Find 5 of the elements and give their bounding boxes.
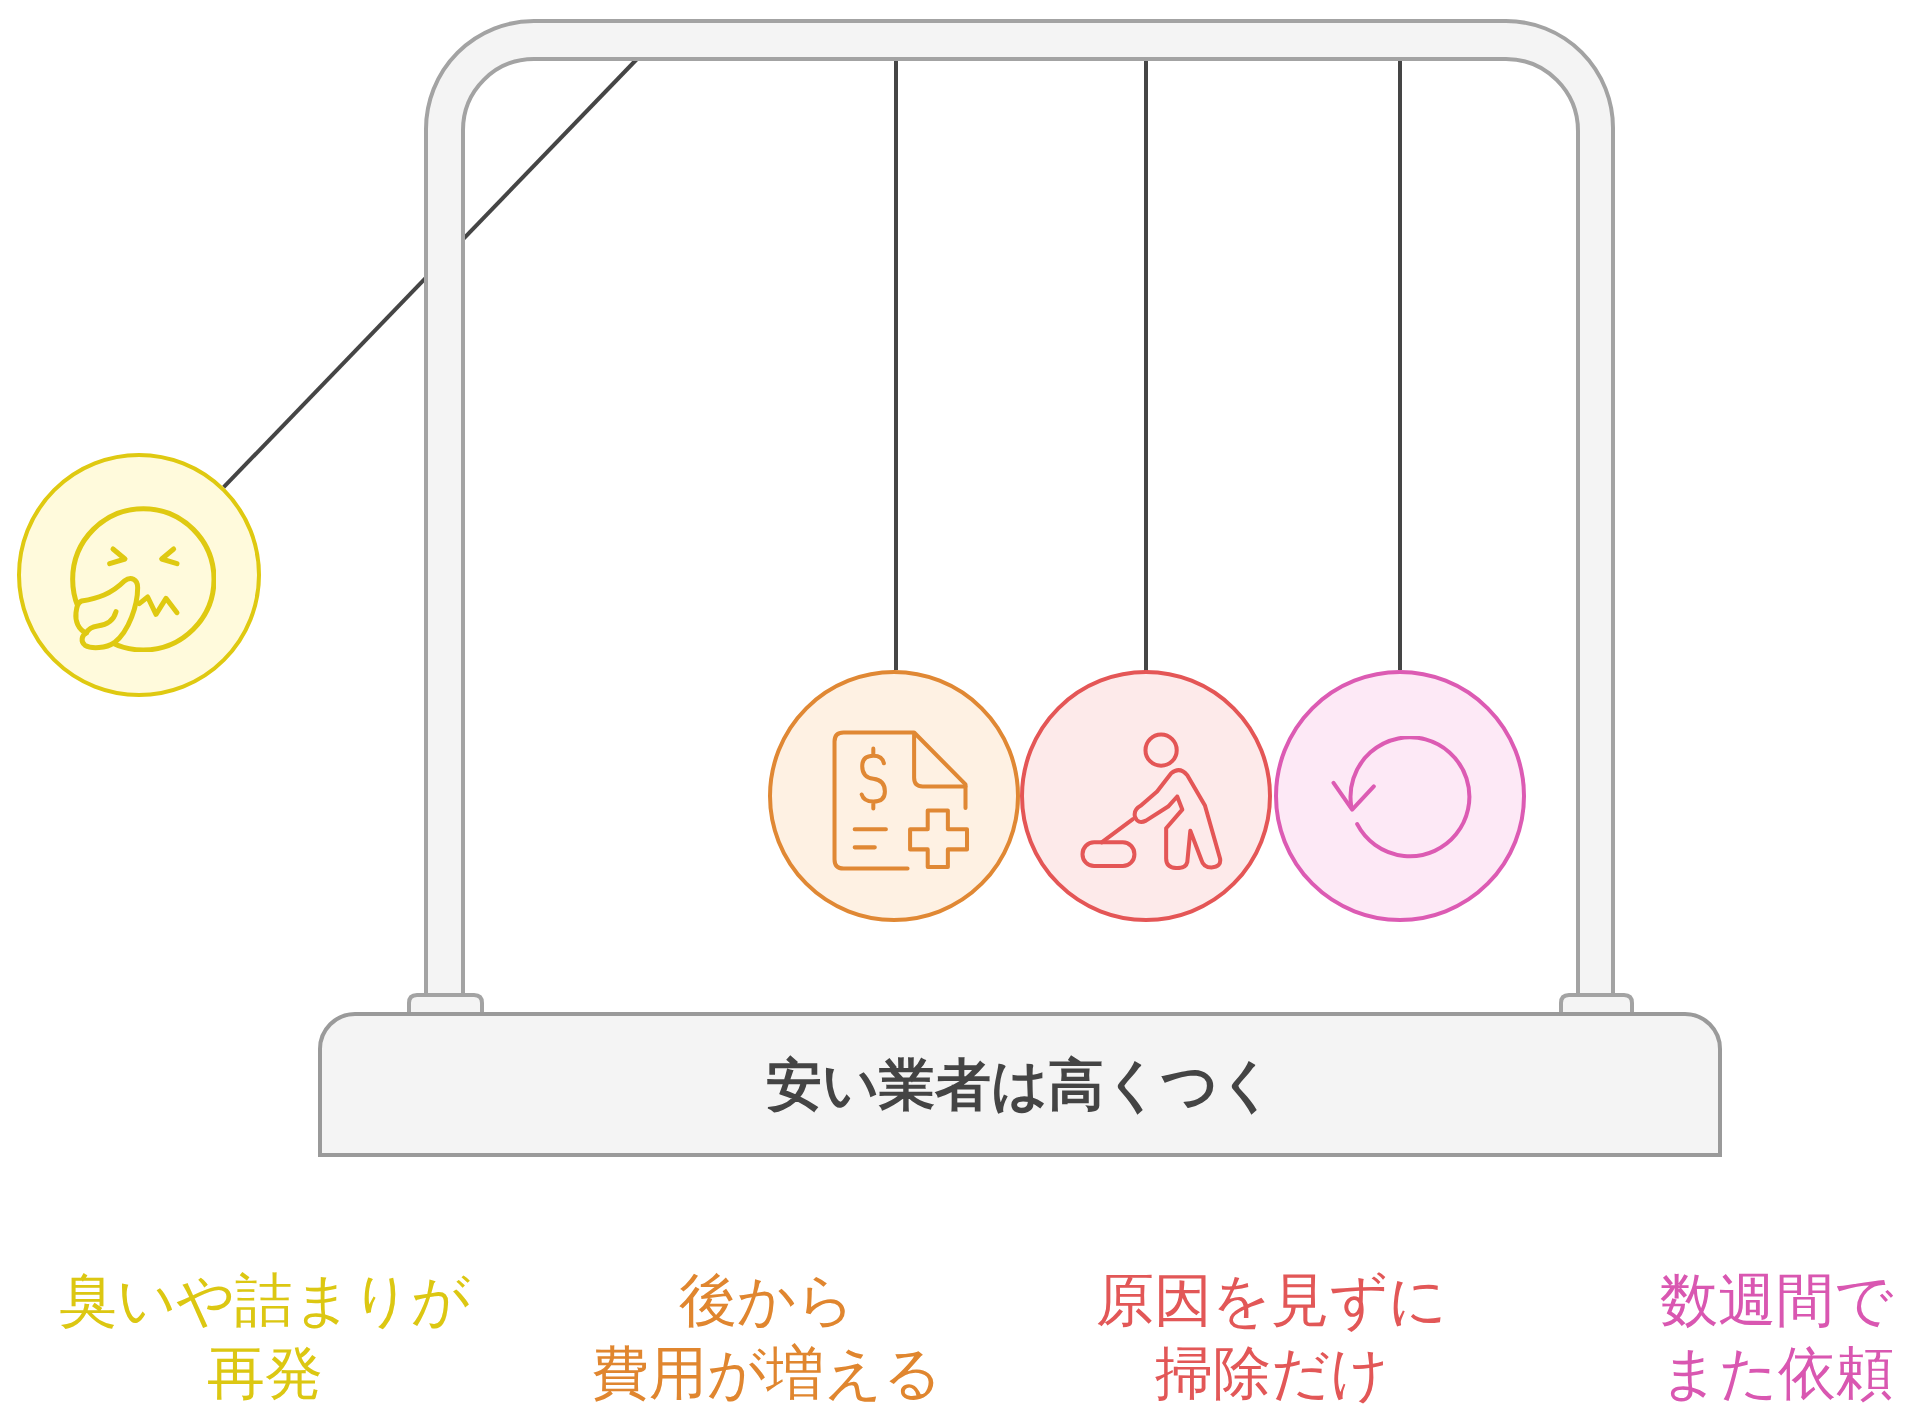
caption-text: 数週間でまた依頼 xyxy=(1659,1265,1895,1409)
heading-text: 安い業者は高くつく xyxy=(765,1050,1275,1119)
caption-text: 後から費用が増える xyxy=(590,1265,944,1409)
caption-text: 原因を見ずに掃除だけ xyxy=(1095,1265,1449,1409)
caption-text: 臭いや詰まりが再発 xyxy=(58,1265,472,1409)
